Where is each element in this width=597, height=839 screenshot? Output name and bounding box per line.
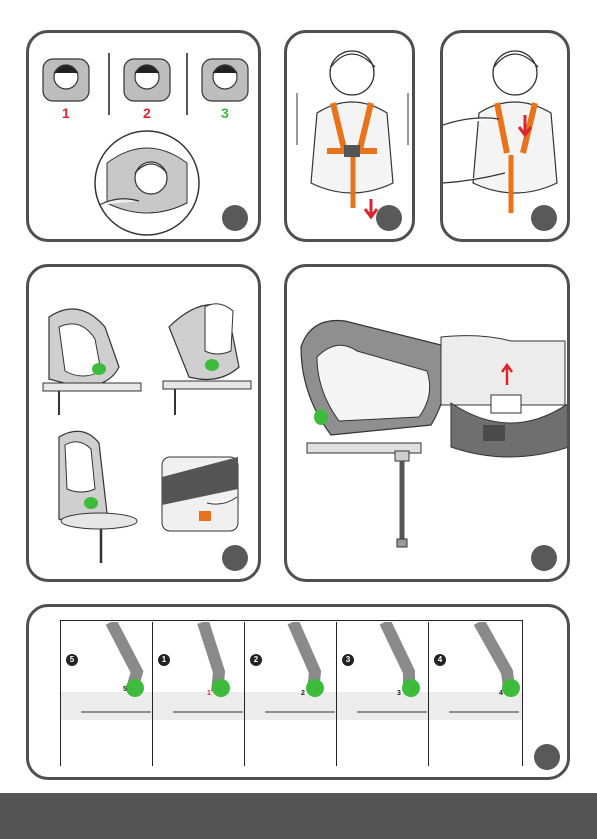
footer-bar [0, 793, 597, 839]
step-number: 4 [434, 654, 446, 666]
headrest-position-2-label: 2 [143, 105, 151, 121]
step-number: 1 [158, 654, 170, 666]
step-illustration [429, 622, 522, 766]
rotation-illustrations [29, 267, 261, 582]
panel-headrest-height: 1 2 3 [26, 30, 261, 242]
step-cell-5: 5 5 [61, 622, 153, 766]
step-illustration [245, 622, 337, 766]
headrest-position-1-label: 1 [62, 105, 70, 121]
step-illustration [61, 622, 153, 766]
step-marker: 3 [397, 690, 401, 697]
step-number: 3 [342, 654, 354, 666]
panel-harness-adjust [440, 30, 570, 242]
step-marker: 2 [301, 690, 305, 697]
step-cell-1: 1 1 [153, 622, 245, 766]
step-badge [222, 205, 248, 231]
step-badge [376, 205, 402, 231]
headrest-position-3-label: 3 [221, 105, 229, 121]
step-badge [531, 545, 557, 571]
step-cell-2: 2 2 [245, 622, 337, 766]
panel-harness-pull [284, 30, 415, 242]
step-illustration [153, 622, 245, 766]
step-illustration [337, 622, 429, 766]
step-marker: 4 [499, 690, 503, 697]
step-marker: 1 [207, 690, 211, 697]
step-marker: 5 [123, 686, 127, 693]
step-cell-4: 4 4 [429, 622, 522, 766]
step-badge [531, 205, 557, 231]
step-number: 2 [250, 654, 262, 666]
panel-rotation [26, 264, 261, 582]
step-badge [222, 545, 248, 571]
support-leg-illustrations [287, 267, 570, 582]
step-cell-3: 3 3 [337, 622, 429, 766]
step-badge [534, 744, 560, 770]
step-number: 5 [66, 654, 78, 666]
panel-support-leg [284, 264, 570, 582]
